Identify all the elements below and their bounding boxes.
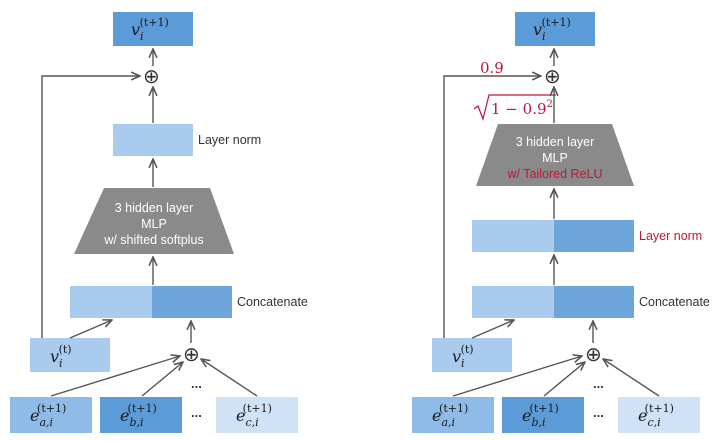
left-diagram: vi(t+1) ⊕ Layer norm 3 hidden layer MLP …	[10, 12, 308, 433]
left-layer-norm-box	[113, 124, 193, 156]
right-plus-node-bottom: ⊕	[585, 344, 602, 366]
right-skip-weight: 0.9	[480, 59, 504, 77]
left-output-label: vi(t+1)	[131, 16, 169, 43]
right-edge-box-b	[502, 397, 584, 433]
left-input-node-box	[30, 338, 110, 372]
right-layer-norm-right-half	[554, 220, 634, 252]
right-edge-label-b: eb,i(t+1)	[522, 402, 559, 429]
left-edge-box-c	[216, 397, 298, 433]
left-edge-label-c: ec,i(t+1)	[236, 402, 272, 429]
left-mlp-line-3: w/ shifted softplus	[103, 233, 203, 247]
right-input-node-box	[432, 338, 512, 372]
left-edge-label-b: eb,i(t+1)	[120, 402, 157, 429]
left-ellipsis-small: ...	[191, 376, 202, 391]
left-mlp-line-2: MLP	[141, 217, 167, 231]
right-mlp-line-1: 3 hidden layer	[516, 135, 595, 149]
left-edge-box-a	[10, 397, 92, 433]
right-concat-label: Concatenate	[639, 295, 710, 309]
left-input-node-label: vi(t)	[50, 343, 72, 370]
right-mlp-weight: 1 − 0.92	[473, 94, 556, 121]
right-ellipsis-mid: ...	[593, 405, 604, 420]
right-diagram: vi(t+1) ⊕ 0.9 1 − 0.92 3 hidden layer ML…	[412, 12, 710, 433]
right-mlp-line-2: MLP	[542, 151, 568, 165]
right-edge-box-c	[618, 397, 700, 433]
left-concat-right-half	[152, 286, 232, 318]
right-concat-left-half	[472, 286, 554, 318]
left-ellipsis-mid: ...	[191, 405, 202, 420]
right-output-label: vi(t+1)	[533, 16, 571, 43]
right-output-box	[515, 12, 595, 46]
left-output-box	[113, 12, 193, 46]
right-layer-norm-label: Layer norm	[639, 229, 702, 243]
right-plus-node-top: ⊕	[544, 66, 561, 88]
left-layer-norm-label: Layer norm	[198, 133, 261, 147]
left-arrows	[41, 49, 258, 397]
right-edge-box-a	[412, 397, 494, 433]
left-concat-left-half	[70, 286, 152, 318]
left-edge-label-a: ea,i(t+1)	[30, 402, 66, 429]
right-ellipsis-small: ...	[593, 376, 604, 391]
right-layer-norm-left-half	[472, 220, 554, 252]
right-input-node-label: vi(t)	[452, 343, 474, 370]
right-edge-label-c: ec,i(t+1)	[638, 402, 674, 429]
right-arrows	[443, 49, 660, 397]
right-mlp-line-3: w/ Tailored ReLU	[507, 167, 603, 181]
left-concat-label: Concatenate	[237, 295, 308, 309]
left-mlp-line-1: 3 hidden layer	[115, 201, 194, 215]
right-mlp-trapezoid	[476, 124, 634, 186]
left-edge-box-b	[100, 397, 182, 433]
right-edge-label-a: ea,i(t+1)	[432, 402, 468, 429]
left-mlp-trapezoid	[74, 188, 234, 254]
right-mlp-weight-value: 1 − 0.92	[491, 99, 553, 118]
right-concat-right-half	[554, 286, 634, 318]
left-plus-node-top: ⊕	[143, 66, 160, 88]
left-plus-node-bottom: ⊕	[183, 344, 200, 366]
